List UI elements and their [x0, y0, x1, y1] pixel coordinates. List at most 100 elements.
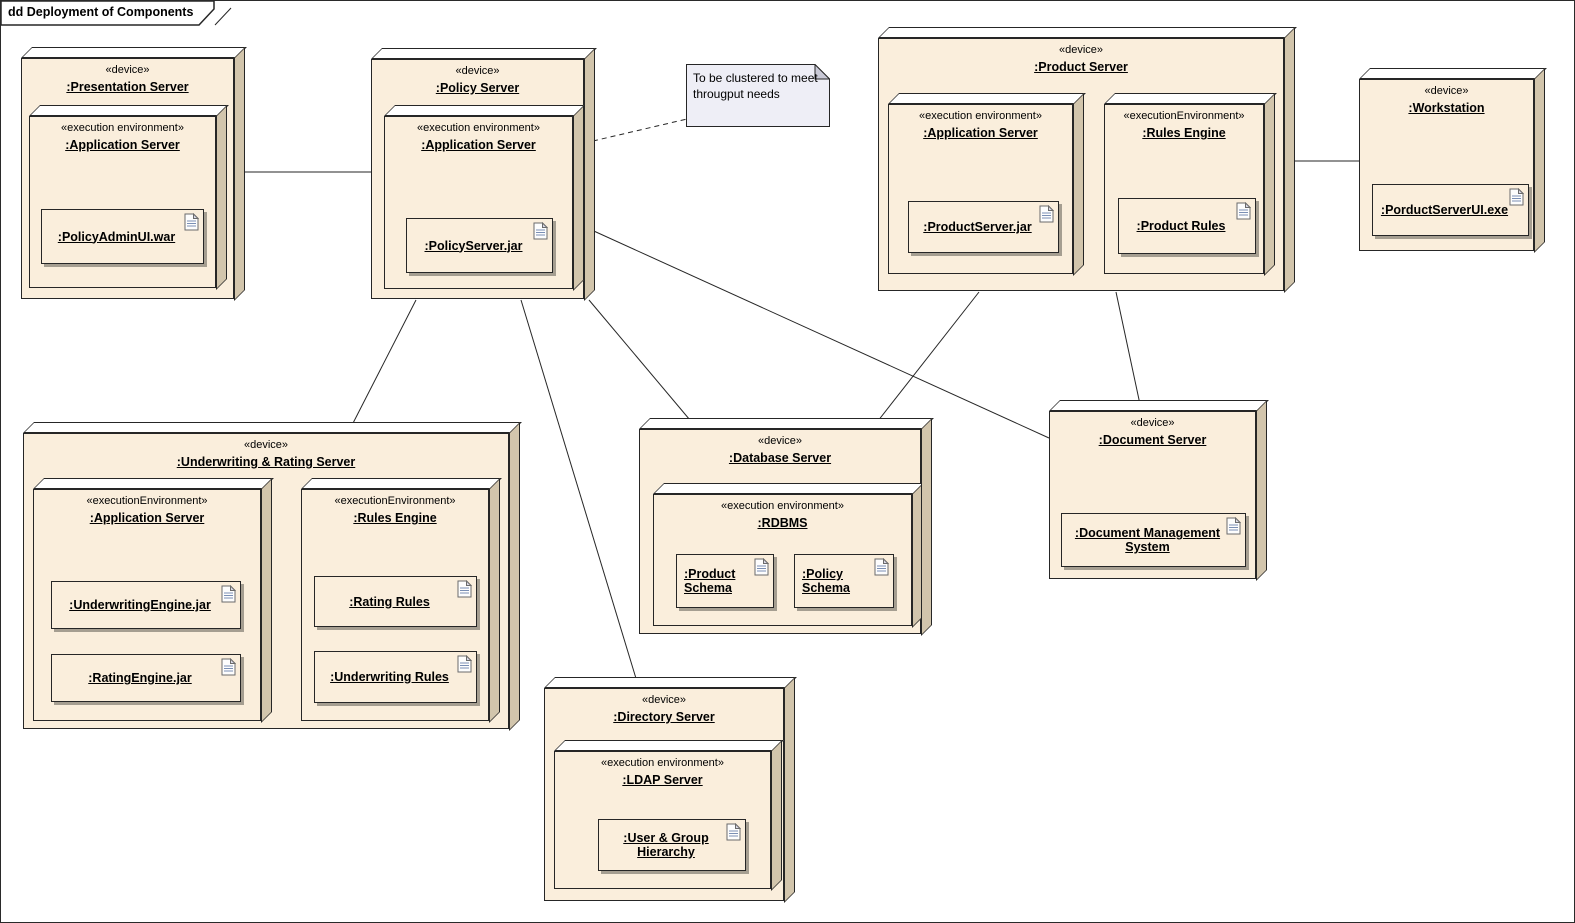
node-policy-server[interactable]: «device» :Policy Server «execution envir… — [371, 59, 584, 299]
artifact-underwritingengine-jar[interactable]: :UnderwritingEngine.jar — [51, 581, 241, 629]
node-header: «executionEnvironment» :Rules Engine — [1105, 110, 1263, 141]
document-icon — [221, 585, 236, 603]
connector-policy-document[interactable] — [584, 226, 1050, 439]
document-icon — [874, 558, 889, 576]
artifact-name: :Product Schema — [684, 567, 736, 595]
node-name: :Rules Engine — [353, 510, 437, 525]
connector-product-document[interactable] — [1115, 291, 1142, 410]
ee-product-application-server[interactable]: «execution environment» :Application Ser… — [888, 104, 1073, 274]
artifact-ratingengine-jar[interactable]: :RatingEngine.jar — [51, 654, 241, 702]
connector-policy-database[interactable] — [588, 299, 696, 427]
node-header: «device» :Underwriting & Rating Server — [24, 439, 508, 470]
node-header: «execution environment» :RDBMS — [654, 500, 911, 531]
node-name: :Workstation — [1408, 100, 1485, 115]
node-name: :Product Server — [1034, 59, 1128, 74]
node-header: «execution environment» :Application Ser… — [889, 110, 1072, 141]
stereotype-label: «execution environment» — [417, 122, 540, 134]
node-header: «device» :Workstation — [1360, 85, 1533, 116]
node-directory-server[interactable]: «device» :Directory Server «execution en… — [544, 688, 784, 901]
node-header: «device» :Presentation Server — [22, 64, 233, 95]
ee-ldap-server[interactable]: «execution environment» :LDAP Server :Us… — [554, 751, 771, 889]
node-header: «execution environment» :LDAP Server — [555, 757, 770, 788]
node-header: «device» :Product Server — [879, 44, 1283, 75]
node-name: :Policy Server — [435, 80, 520, 95]
artifact-product-rules[interactable]: :Product Rules — [1118, 198, 1256, 254]
node-header: «device» :Database Server — [640, 435, 920, 466]
stereotype-label: «device» — [1058, 44, 1104, 56]
document-icon — [184, 213, 199, 231]
artifact-user-group-hierarchy[interactable]: :User & Group Hierarchy — [598, 819, 746, 871]
node-product-server[interactable]: «device» :Product Server «execution envi… — [878, 38, 1284, 291]
artifact-document-management-system[interactable]: :Document Management System — [1061, 513, 1246, 567]
document-icon — [1226, 517, 1241, 535]
diagram-frame-label: dd Deployment of Components — [1, 1, 235, 32]
document-icon — [221, 658, 236, 676]
ee-underwriting-rules-engine[interactable]: «executionEnvironment» :Rules Engine :Ra… — [301, 489, 489, 721]
artifact-name: :UnderwritingEngine.jar — [69, 598, 211, 612]
stereotype-label: «execution environment» — [61, 122, 184, 134]
stereotype-label: «device» — [455, 65, 500, 77]
node-name: :Application Server — [923, 125, 1038, 140]
ee-rdbms[interactable]: «execution environment» :RDBMS :Product … — [653, 494, 912, 626]
stereotype-label: «executionEnvironment» — [86, 495, 208, 507]
stereotype-label: «executionEnvironment» — [1123, 110, 1245, 122]
ee-underwriting-application-server[interactable]: «executionEnvironment» :Application Serv… — [33, 489, 261, 721]
stereotype-label: «execution environment» — [601, 757, 724, 769]
artifact-product-schema[interactable]: :Product Schema — [676, 554, 774, 608]
artifact-name: :User & Group Hierarchy — [623, 831, 709, 859]
document-icon — [457, 580, 472, 598]
diagram-title: dd Deployment of Components — [8, 5, 194, 19]
node-header: «execution environment» :Application Ser… — [385, 122, 572, 153]
node-presentation-server[interactable]: «device» :Presentation Server «execution… — [21, 58, 234, 299]
stereotype-label: «device» — [641, 694, 687, 706]
stereotype-label: «device» — [243, 439, 289, 451]
artifact-rating-rules[interactable]: :Rating Rules — [314, 576, 477, 627]
node-workstation[interactable]: «device» :Workstation :PorductServerUI.e… — [1359, 79, 1534, 251]
node-name: :Directory Server — [613, 709, 715, 724]
node-name: :Application Server — [421, 137, 536, 152]
stereotype-label: «device» — [757, 435, 803, 447]
connector-product-database[interactable] — [873, 291, 980, 427]
document-icon — [533, 222, 548, 240]
document-icon — [1509, 188, 1524, 206]
node-name: :Presentation Server — [66, 79, 189, 94]
node-name: :Rules Engine — [1142, 125, 1226, 140]
artifact-name: :Policy Schema — [802, 567, 850, 595]
connector-note-policy[interactable] — [592, 118, 688, 142]
ee-policy-application-server[interactable]: «execution environment» :Application Ser… — [384, 116, 573, 289]
artifact-name: :Rating Rules — [349, 594, 430, 609]
connector-policy-directory[interactable] — [520, 299, 639, 686]
document-icon — [726, 823, 741, 841]
note[interactable]: To be clustered to meet througput needs — [686, 63, 831, 127]
node-header: «device» :Document Server — [1050, 417, 1255, 448]
stereotype-label: «device» — [1424, 85, 1469, 97]
artifact-productserver-jar[interactable]: :ProductServer.jar — [908, 201, 1059, 253]
document-icon — [1236, 202, 1251, 220]
node-underwriting-rating-server[interactable]: «device» :Underwriting & Rating Server «… — [23, 433, 509, 729]
stereotype-label: «device» — [105, 64, 150, 76]
node-header: «device» :Directory Server — [545, 694, 783, 725]
ee-presentation-application-server[interactable]: «execution environment» :Application Ser… — [29, 116, 216, 288]
stereotype-label: «device» — [1130, 417, 1175, 429]
stereotype-label: «execution environment» — [721, 500, 844, 512]
connector-policy-underwriting[interactable] — [348, 299, 417, 432]
ee-product-rules-engine[interactable]: «executionEnvironment» :Rules Engine :Pr… — [1104, 104, 1264, 274]
frame-tab-shape — [1, 1, 232, 26]
document-icon — [457, 655, 472, 673]
node-name: :Database Server — [728, 450, 832, 465]
note-text: To be clustered to meet througput needs — [693, 71, 818, 101]
node-database-server[interactable]: «device» :Database Server «execution env… — [639, 429, 921, 634]
artifact-name: :Product Rules — [1136, 219, 1226, 233]
node-name: :Document Server — [1098, 432, 1207, 447]
node-header: «executionEnvironment» :Application Serv… — [34, 495, 260, 526]
artifact-name: :ProductServer.jar — [923, 220, 1032, 234]
artifact-underwriting-rules[interactable]: :Underwriting Rules — [314, 651, 477, 703]
artifact-porductserverui-exe[interactable]: :PorductServerUI.exe — [1372, 184, 1529, 236]
node-name: :Application Server — [89, 510, 205, 525]
artifact-policyadminui-war[interactable]: :PolicyAdminUI.war — [41, 209, 204, 264]
artifact-policyserver-jar[interactable]: :PolicyServer.jar — [406, 218, 553, 273]
artifact-policy-schema[interactable]: :Policy Schema — [794, 554, 894, 608]
artifact-name: :PolicyAdminUI.war — [57, 229, 176, 244]
node-document-server[interactable]: «device» :Document Server :Document Mana… — [1049, 411, 1256, 579]
